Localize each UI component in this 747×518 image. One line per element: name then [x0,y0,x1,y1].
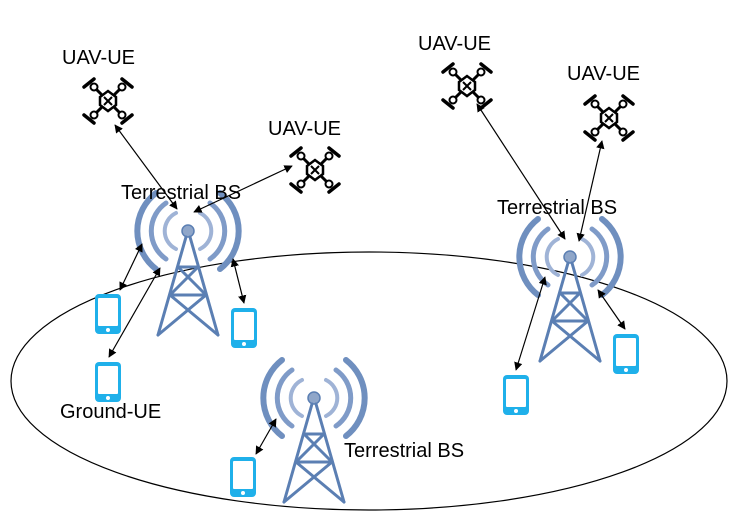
link-bs-right-phone4 [514,276,547,371]
ground-ue-phone-5-icon [613,334,639,374]
uav-ue-1-icon [82,77,134,125]
terrestrial-bs-label-left: Terrestrial BS [121,182,241,204]
link-uav3-bs-right [476,103,566,240]
uav-ue-3-icon [441,62,493,110]
links [108,103,626,455]
uav-ue-label-4: UAV-UE [567,63,640,85]
uav-ue-label-3: UAV-UE [418,33,491,55]
terrestrial-bs-label-right: Terrestrial BS [497,197,617,219]
ground-ue-phone-3-icon [95,362,121,402]
link-uav4-bs-right [576,140,605,242]
link-bs-left-phone2 [230,258,247,304]
ground-ue-phone-1-icon [95,294,121,334]
terrestrial-bs-label-bottom: Terrestrial BS [344,440,464,462]
link-bs-left-phone1 [119,243,143,291]
link-bs-bottom-phone6 [255,418,277,455]
link-bs-left-phone3 [108,267,161,358]
link-uav2-bs-left [193,165,293,213]
terrestrial-bs-right-icon [519,219,620,361]
uav-ue-label-2: UAV-UE [268,118,341,140]
uav-ue-label-1: UAV-UE [62,47,135,69]
ground-ue-phone-6-icon [230,457,256,497]
uav-ue-4-icon [583,94,635,142]
uav-ue-2-icon [289,146,341,194]
terrestrial-bs-bottom-icon [263,360,364,502]
coverage-area [10,251,728,511]
terrestrial-bs-left-icon [137,193,238,335]
link-bs-right-phone5 [597,289,626,330]
ground-ue-phone-2-icon [231,308,257,348]
link-uav1-bs-left [114,124,178,210]
ground-ue-label: Ground-UE [60,401,161,423]
ground-ue-phone-4-icon [503,375,529,415]
